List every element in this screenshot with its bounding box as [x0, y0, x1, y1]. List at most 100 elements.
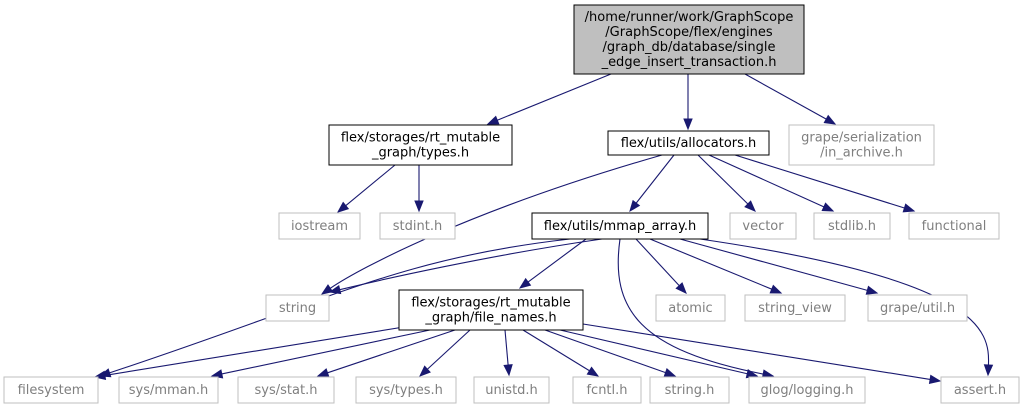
edge-arrowhead	[414, 200, 424, 213]
node-functional: functional	[908, 212, 1000, 240]
node-box	[355, 376, 457, 404]
node-label-line: string_view	[758, 301, 832, 316]
node-label-line: _graph/types.h	[371, 146, 469, 161]
node-box	[649, 376, 730, 404]
node-box	[379, 212, 456, 240]
node-label-line: sys/stat.h	[255, 383, 318, 398]
edge-arrowhead	[663, 368, 677, 377]
node-box	[813, 212, 891, 240]
node-box	[398, 289, 584, 331]
edge-line	[527, 238, 587, 283]
node-label-line: stdint.h	[393, 219, 442, 234]
edge-root-to-types_h	[486, 73, 612, 125]
node-allocators-h[interactable]: flex/utils/allocators.h	[607, 130, 770, 156]
edge-types_h-to-iostream	[336, 164, 396, 213]
node-label-line: atomic	[668, 301, 712, 316]
node-label-line: _graph/file_names.h	[424, 311, 556, 326]
node-label-line: functional	[922, 219, 987, 234]
edge-mmap_array_h-to-atomic	[635, 238, 687, 294]
edge-line	[679, 238, 868, 291]
edge-line	[504, 329, 509, 366]
node-box	[607, 130, 770, 156]
edge-arrowhead	[503, 364, 513, 377]
node-glog-logging-h: glog/logging.h	[748, 376, 866, 404]
edge-mmap_array_h-to-file_names_h	[518, 238, 587, 289]
edge-arrowhead	[316, 368, 330, 378]
edge-mmap_array_h-to-grape_util_h	[679, 238, 879, 295]
edge-arrowhead	[683, 118, 693, 131]
edge-file_names_h-to-string_h	[544, 329, 677, 377]
node-grape-util-h: grape/util.h	[867, 294, 968, 322]
edge-allocators_h-to-vector	[697, 154, 756, 212]
node-box	[573, 4, 805, 75]
node-label-line: fcntl.h	[586, 383, 627, 398]
node-mmap-array-h[interactable]: flex/utils/mmap_array.h	[531, 212, 709, 240]
edge-arrowhead	[328, 284, 342, 295]
edge-line	[544, 329, 666, 374]
edge-file_names_h-to-glog_logging_h	[559, 329, 759, 379]
edge-line	[635, 238, 680, 287]
node-label-line: iostream	[291, 219, 348, 234]
edge-arrowhead	[769, 284, 783, 294]
node-fcntl-h: fcntl.h	[572, 376, 642, 404]
edge-arrowhead	[486, 115, 500, 125]
edge-mmap_array_h-to-string	[328, 238, 603, 295]
node-label-line: /GraphScope/flex/engines	[605, 25, 773, 40]
node-box	[237, 376, 335, 404]
node-box	[118, 376, 219, 404]
node-types-h[interactable]: flex/storages/rt_mutable_graph/types.h	[328, 124, 513, 166]
node-box	[328, 124, 513, 166]
node-label-line: sys/mman.h	[129, 383, 209, 398]
edge-line	[559, 329, 748, 375]
node-label-line: sys/types.h	[369, 383, 443, 398]
node-box	[729, 212, 797, 240]
node-sys-types-h: sys/types.h	[355, 376, 457, 404]
node-file-names-h[interactable]: flex/storages/rt_mutable_graph/file_name…	[398, 289, 584, 331]
edge-file_names_h-to-unistd_h	[503, 329, 513, 377]
node-box	[908, 212, 1000, 240]
edge-arrowhead	[983, 364, 994, 377]
node-box	[265, 294, 330, 322]
edge-allocators_h-to-mmap_array_h	[629, 154, 675, 213]
edge-file_names_h-to-sys_types_h	[419, 329, 471, 377]
edge-file_names_h-to-fcntl_h	[522, 329, 600, 377]
node-label-line: /graph_db/database/single	[603, 40, 776, 55]
edge-arrowhead	[320, 284, 334, 295]
node-label-line: flex/storages/rt_mutable	[341, 131, 500, 146]
edge-arrowhead	[518, 277, 532, 289]
edge-line	[697, 154, 749, 205]
edge-line	[635, 154, 675, 204]
node-string-h: string.h	[649, 376, 730, 404]
edge-line	[426, 329, 471, 370]
node-filesystem: filesystem	[3, 376, 99, 404]
node-box	[655, 294, 726, 322]
node-stdint-h: stdint.h	[379, 212, 456, 240]
edge-line	[339, 238, 603, 291]
node-label-line: /in_archive.h	[820, 146, 903, 161]
edge-arrowhead	[586, 366, 600, 377]
node-label-line: glog/logging.h	[761, 383, 854, 398]
edge-line	[734, 154, 905, 209]
node-box	[744, 294, 846, 322]
edge-arrowhead	[928, 374, 942, 385]
edge-line	[327, 329, 456, 374]
edge-line	[617, 238, 764, 375]
header-nodes: /home/runner/work/GraphScope/GraphScope/…	[3, 4, 1020, 404]
node-label-line: filesystem	[18, 383, 85, 398]
edge-line	[221, 329, 431, 375]
node-box	[3, 376, 99, 404]
edge-file_names_h-to-sys_mman_h	[210, 329, 431, 379]
node-label-line: grape/util.h	[880, 301, 955, 316]
node-atomic: atomic	[655, 294, 726, 322]
node-stdlib-h: stdlib.h	[813, 212, 891, 240]
edge-arrowhead	[821, 202, 835, 212]
node-assert-h: assert.h	[940, 376, 1020, 404]
edge-root-to-allocators_h	[683, 74, 693, 131]
node-label-line: _edge_insert_transaction.h	[601, 55, 777, 70]
edge-arrowhead	[902, 203, 916, 213]
node-box	[940, 376, 1020, 404]
edge-line	[708, 154, 825, 208]
edge-line	[109, 238, 571, 374]
edge-file_names_h-to-sys_stat_h	[316, 329, 456, 378]
